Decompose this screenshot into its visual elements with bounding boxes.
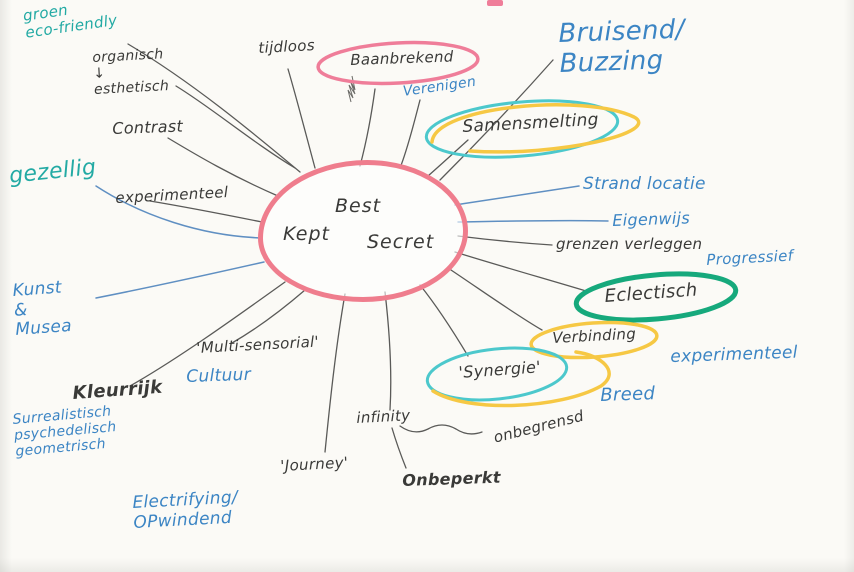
highlight-samensmelting-yellow — [430, 103, 641, 154]
branch-line — [324, 293, 346, 453]
node-electrifying-opwindend: Electrifying/ OPwindend — [131, 487, 239, 533]
node-bruisend-buzzing: Bruisend/ Buzzing — [557, 14, 686, 79]
center-word-kept: Kept — [283, 223, 330, 245]
node-surrealistisch: Surrealistisch psychedelisch geometrisch — [12, 403, 118, 461]
branch-line — [129, 281, 286, 387]
branch-line — [127, 43, 301, 173]
node-infinity: infinity — [355, 406, 411, 427]
node-strand-locatie: Strand locatie — [583, 174, 706, 194]
node-cultuur: Cultuur — [185, 364, 252, 387]
branch-line — [231, 289, 306, 344]
highlight-synergie-teal — [425, 346, 569, 402]
branch-line — [454, 251, 587, 292]
node-breed: Breed — [599, 383, 656, 406]
branch-line — [95, 261, 265, 299]
node-onbeperkt: Onbeperkt — [401, 467, 502, 490]
branch-line — [457, 219, 609, 223]
highlight-synergie-yellow — [431, 350, 611, 408]
node-contrast: Contrast — [111, 116, 184, 138]
branch-line — [384, 291, 392, 411]
branch-line — [399, 99, 421, 169]
highlight-samensmelting-teal — [424, 99, 620, 159]
node-organisch-esthetisch: organisch ↓ esthetisch — [92, 46, 170, 99]
branch-line — [287, 68, 316, 169]
branch-line — [175, 85, 296, 169]
branch-line — [427, 139, 469, 177]
node-grenzen-verleggen: grenzen verleggen — [556, 235, 703, 253]
node-kunst-musea: Kunst & Musea — [11, 277, 73, 340]
branch-line — [167, 137, 279, 197]
branch-line — [454, 185, 580, 206]
branch-line — [447, 267, 543, 331]
node-journey: 'Journey' — [279, 453, 349, 475]
highlight-baanbrekend — [316, 40, 480, 86]
center-word-secret: Secret — [367, 231, 435, 253]
pink-marker-tick — [487, 0, 503, 6]
branch-line — [457, 235, 553, 246]
center-node-best-kept-secret: Best Kept Secret — [258, 160, 468, 302]
wavy-connector — [399, 424, 483, 435]
branch-line — [391, 427, 407, 469]
branch-line — [359, 88, 376, 167]
node-eigenwijs: Eigenwijs — [611, 208, 691, 230]
branch-line — [95, 185, 263, 239]
branch-line — [149, 200, 263, 223]
branch-line — [439, 59, 554, 181]
pen-scribble — [347, 75, 356, 103]
center-word-best: Best — [335, 195, 382, 217]
node-baanbrekend: Baanbrekend — [349, 47, 454, 69]
node-tijdloos: tijdloos — [257, 36, 316, 57]
highlight-eclectisch — [573, 271, 739, 323]
branch-line — [419, 284, 469, 357]
